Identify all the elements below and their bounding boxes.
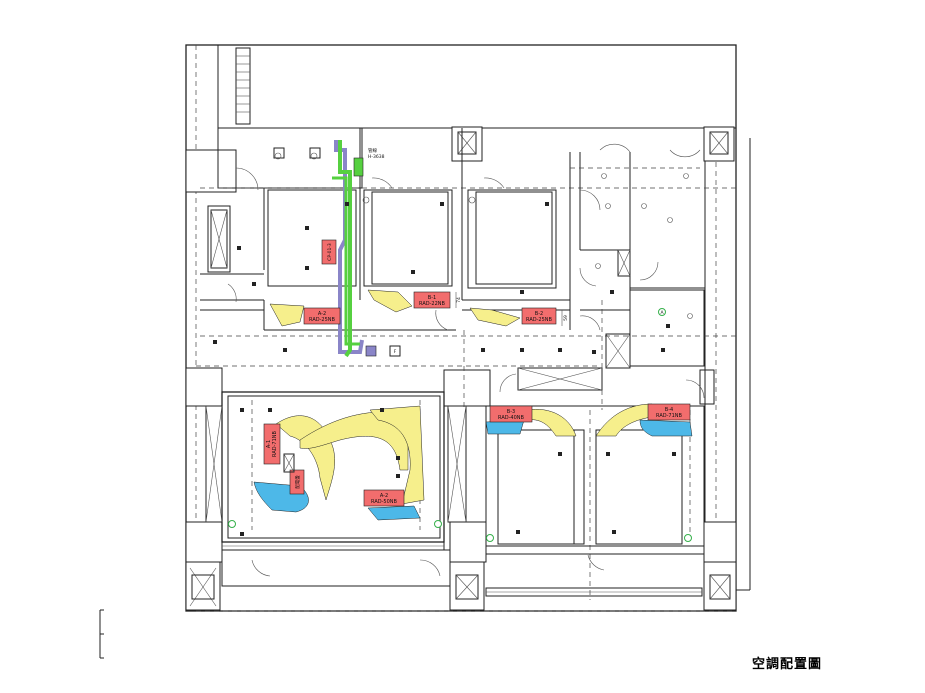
svg-text:B-2: B-2 bbox=[535, 311, 543, 317]
ac-unit-tags: A-2 RAD-25NB B-1 RAD-22NB B-2 RAD-25NB B… bbox=[263, 239, 691, 507]
ac-tag-a3: A-2 RAD-50NB bbox=[363, 489, 405, 507]
svg-text:A: A bbox=[660, 310, 664, 316]
svg-text:H-3638: H-3638 bbox=[368, 154, 385, 160]
unit-symbols: F bbox=[273, 147, 401, 473]
airflow-patches bbox=[253, 289, 693, 521]
upper-rooms bbox=[196, 127, 736, 410]
svg-text:RAD-25NB: RAD-25NB bbox=[526, 317, 552, 323]
svg-text:B-4: B-4 bbox=[665, 407, 673, 413]
right-shafts bbox=[517, 249, 715, 405]
ac-tag-a1: A-1 RAD-71NB bbox=[263, 423, 281, 465]
svg-text:管線: 管線 bbox=[368, 147, 377, 154]
svg-text:RAD-40NB: RAD-40NB bbox=[498, 415, 524, 421]
svg-text:A-2: A-2 bbox=[380, 493, 388, 499]
pipe-note: 管線 H-3638 bbox=[368, 147, 385, 160]
lower-rooms bbox=[205, 391, 705, 600]
ac-tag-b4: B-4 RAD-71NB bbox=[647, 403, 691, 421]
door-swings bbox=[227, 143, 705, 577]
svg-text:RAD-25NB: RAD-25NB bbox=[309, 317, 335, 323]
svg-text:74: 74 bbox=[456, 297, 462, 303]
drawing-title: 空調配置圖 bbox=[752, 657, 823, 672]
ac-tag-b2: B-2 RAD-25NB bbox=[521, 307, 557, 325]
pump-tag: CP-01-3 bbox=[321, 239, 337, 265]
structural-columns bbox=[185, 126, 737, 611]
svg-text:RAD-71NB: RAD-71NB bbox=[656, 413, 682, 419]
svg-text:配電盤: 配電盤 bbox=[294, 475, 301, 489]
ceiling-fixtures bbox=[213, 152, 693, 536]
svg-text:B-1: B-1 bbox=[428, 295, 436, 301]
svg-text:CP-01-3: CP-01-3 bbox=[327, 243, 333, 261]
dimension-marks: 74 59 bbox=[455, 292, 569, 326]
ac-tag-b1: B-1 RAD-22NB bbox=[413, 291, 451, 309]
ac-tag-b3: B-3 RAD-40NB bbox=[489, 405, 533, 423]
left-shaft bbox=[200, 205, 264, 275]
green-markers: A bbox=[228, 308, 692, 542]
svg-text:RAD-71NB: RAD-71NB bbox=[272, 430, 278, 456]
svg-text:A-2: A-2 bbox=[318, 311, 326, 317]
svg-text:RAD-50NB: RAD-50NB bbox=[371, 499, 397, 505]
svg-text:RAD-22NB: RAD-22NB bbox=[419, 301, 445, 307]
panel-tag: 配電盤 bbox=[289, 469, 305, 495]
staircase bbox=[235, 47, 251, 125]
svg-text:F: F bbox=[394, 349, 397, 355]
ac-tag-a2: A-2 RAD-25NB bbox=[303, 307, 341, 325]
svg-text:B-3: B-3 bbox=[507, 409, 515, 415]
svg-text:A-1: A-1 bbox=[266, 440, 272, 448]
pipe-run bbox=[332, 140, 364, 358]
building-outline bbox=[185, 44, 751, 612]
svg-text:59: 59 bbox=[563, 315, 569, 321]
margin-bracket bbox=[99, 609, 104, 659]
